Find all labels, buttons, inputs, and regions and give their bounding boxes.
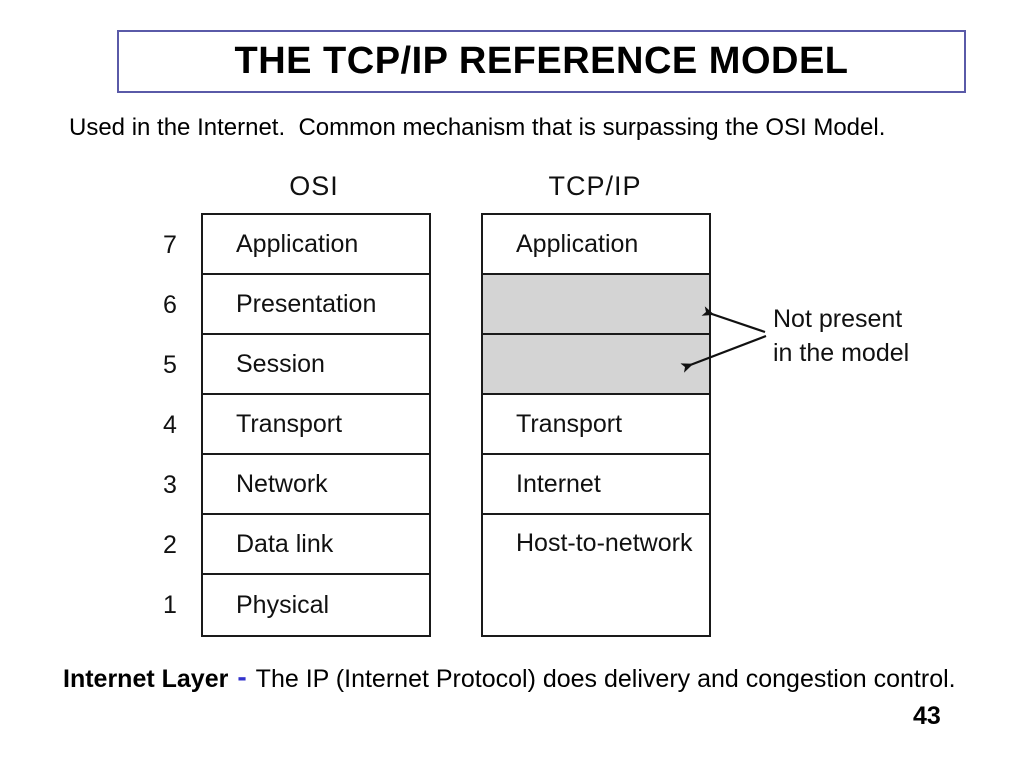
tcpip-layer-host-to-network: Host-to-network [516,529,693,557]
footer-separator: - [237,661,247,692]
tcpip-column-header: TCP/IP [548,171,642,201]
tcpip-layer-transport: Transport [483,395,709,455]
footer-term: Internet Layer [63,665,229,693]
footer-note: Internet Layer-The IP (Internet Protocol… [63,661,956,694]
tcpip-stack: Application Transport Internet Host-to-n… [481,213,711,637]
osi-layer-session: Session [203,335,429,395]
tcpip-missing-layer-cell [483,275,709,335]
not-present-label: Not present in the model [773,302,909,370]
osi-layer-number-3: 3 [163,470,177,499]
osi-layer-datalink: Data link [203,515,429,575]
subtitle: Used in the Internet. Common mechanism t… [69,114,886,141]
osi-layer-numbers: 7 6 5 4 3 2 1 [152,215,188,635]
not-present-label-line2: in the model [773,339,910,367]
page-number: 43 [913,702,941,730]
slide-title: THE TCP/IP REFERENCE MODEL [234,40,849,82]
osi-layer-network: Network [203,455,429,515]
osi-layer-number-5: 5 [163,350,177,379]
osi-layer-physical: Physical [236,590,330,619]
tcpip-missing-layer-cell [483,335,709,395]
osi-stack: Application Presentation Session Transpo… [201,213,431,637]
title-box: THE TCP/IP REFERENCE MODEL [117,30,966,93]
osi-layer-number-6: 6 [163,290,177,319]
tcpip-layer-internet: Internet [483,455,709,515]
osi-layer-number-4: 4 [163,410,177,439]
osi-column-header: OSI [289,171,339,201]
osi-layer-number-2: 2 [163,530,177,559]
osi-layer-application: Application [203,215,429,275]
not-present-label-line1: Not present [773,305,903,333]
osi-layer-number-7: 7 [163,230,177,259]
tcpip-layer-application: Application [483,215,709,275]
osi-layer-transport: Transport [203,395,429,455]
annotation-arrows-icon [680,306,767,373]
osi-layer-number-1: 1 [163,590,177,619]
osi-layer-presentation: Presentation [203,275,429,335]
footer-text: The IP (Internet Protocol) does delivery… [255,665,956,693]
